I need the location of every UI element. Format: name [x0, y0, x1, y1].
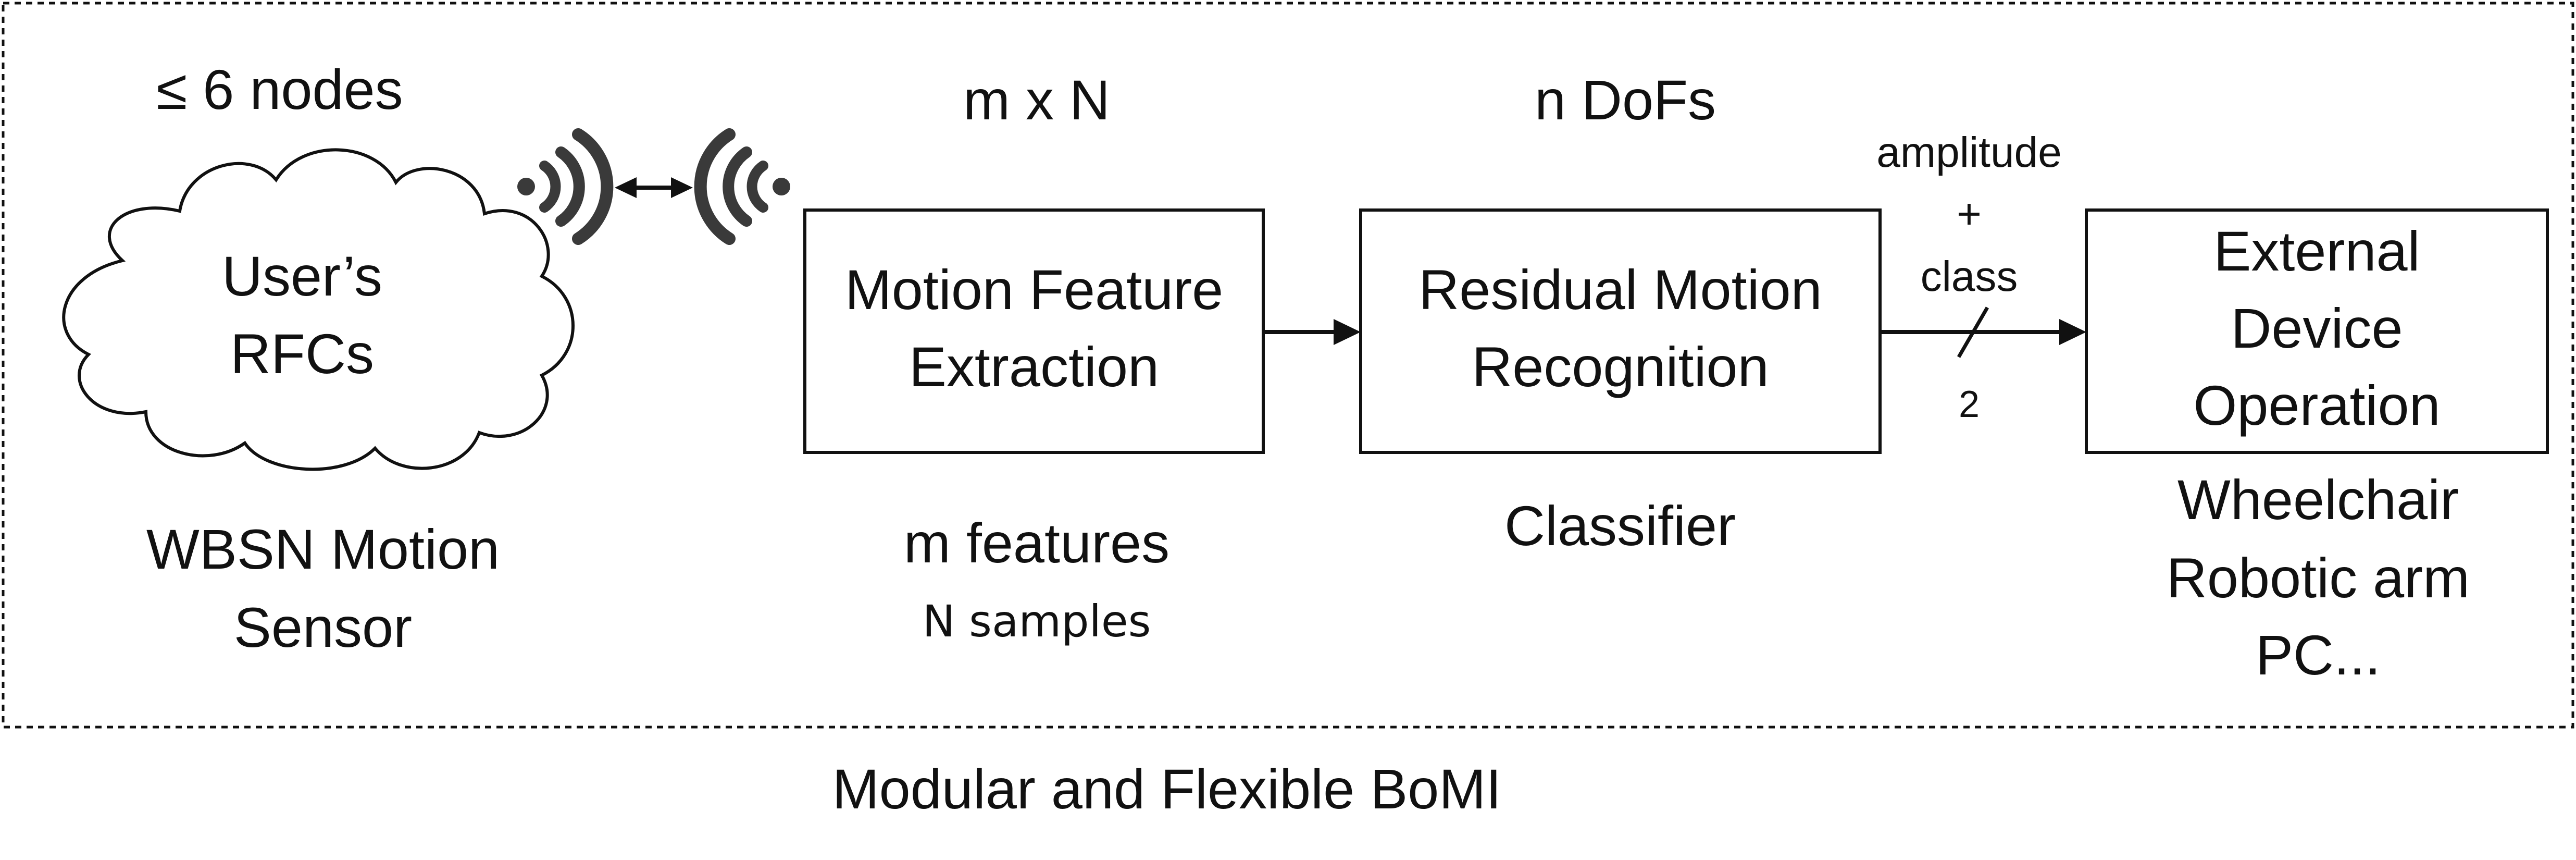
device-caption-line2: Robotic arm — [2166, 546, 2470, 609]
bus-slash — [1957, 306, 1989, 358]
output-label-class: class — [1920, 253, 2018, 300]
cloud-label-line2: RFCs — [230, 322, 374, 385]
feature-block-line1: Motion Feature — [844, 258, 1224, 321]
device-caption-line3: PC... — [2255, 623, 2381, 686]
recognition-block-line1: Residual Motion — [1418, 258, 1822, 321]
device-block-line3: Operation — [2193, 374, 2441, 437]
sensor-caption-line1: WBSN Motion — [146, 518, 500, 581]
feature-block-line2: Extraction — [909, 335, 1160, 398]
bus-width-label: 2 — [1958, 384, 1980, 425]
feature-caption-line1: m features — [903, 511, 1170, 574]
device-caption-line1: Wheelchair — [2177, 468, 2459, 531]
cloud-label-line1: User’s — [221, 244, 383, 308]
recognition-top-label: n DoFs — [1534, 68, 1716, 131]
feature-caption-line2: N samples — [922, 596, 1151, 647]
bidirectional-arrow — [615, 177, 693, 198]
arrow-feature-to-recognition — [1263, 319, 1361, 345]
sensor-caption-line2: Sensor — [233, 596, 413, 659]
device-block-line1: External — [2213, 219, 2420, 282]
output-label-plus: + — [1957, 190, 1982, 238]
output-label-amplitude: amplitude — [1876, 129, 2062, 176]
motion-recognition-block — [1359, 208, 1882, 454]
recognition-block-line2: Recognition — [1472, 335, 1769, 398]
device-operation-block — [2085, 208, 2549, 454]
cloud-icon — [62, 148, 575, 471]
device-block-line2: Device — [2231, 297, 2403, 360]
recognition-caption: Classifier — [1504, 494, 1736, 557]
feature-extraction-block — [803, 208, 1265, 454]
nodes-label: ≤ 6 nodes — [156, 58, 403, 121]
wireless-signal-icon — [517, 128, 790, 245]
arrow-recognition-to-device — [1880, 319, 2086, 345]
signal-dot-right — [773, 178, 790, 195]
feature-top-label: m x N — [963, 68, 1110, 131]
system-frame — [2, 2, 2574, 729]
frame-title: Modular and Flexible BoMI — [832, 757, 1502, 820]
signal-dot-left — [517, 178, 535, 195]
